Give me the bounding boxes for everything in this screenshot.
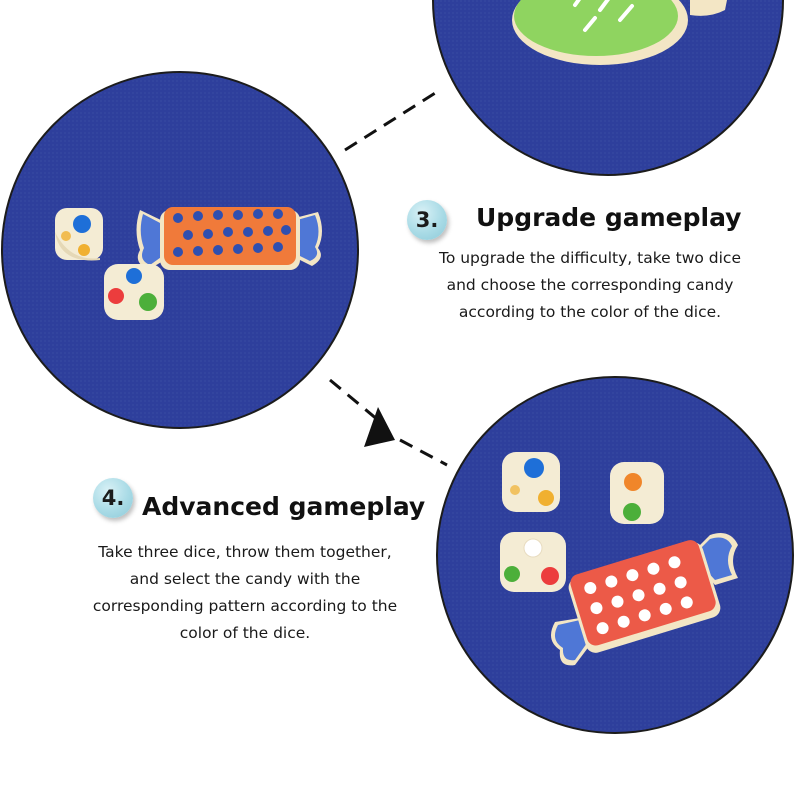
description-line: according to the color of the dice. <box>458 303 722 321</box>
die <box>502 452 560 512</box>
die <box>104 264 164 320</box>
die <box>500 532 566 592</box>
step-description-3: To upgrade the difficulty, take two dice… <box>400 245 780 326</box>
description-line: color of the dice. <box>179 624 311 642</box>
description-line: corresponding pattern according to the <box>92 597 398 615</box>
die <box>610 462 664 524</box>
description-line: To upgrade the difficulty, take two dice <box>438 249 741 267</box>
description-line: and select the candy with the <box>129 570 361 588</box>
orange-candy-two-dice-photo <box>1 71 359 429</box>
die <box>55 208 103 261</box>
dashed-connector-top <box>344 88 441 152</box>
step-number-badge-4: 4. <box>93 478 133 518</box>
step-number-badge-3: 3. <box>407 200 447 240</box>
step-title-3: Upgrade gameplay <box>476 203 742 232</box>
description-line: Take three dice, throw them together, <box>98 543 392 561</box>
dashed-connector-bottom <box>329 378 448 467</box>
step-description-4: Take three dice, throw them together, an… <box>45 539 445 647</box>
arrow-head-icon <box>364 407 395 447</box>
green-candy-photo <box>432 0 784 176</box>
description-line: and choose the corresponding candy <box>446 276 734 294</box>
red-candy-three-dice-photo <box>436 376 794 734</box>
step-title-4: Advanced gameplay <box>142 492 426 521</box>
